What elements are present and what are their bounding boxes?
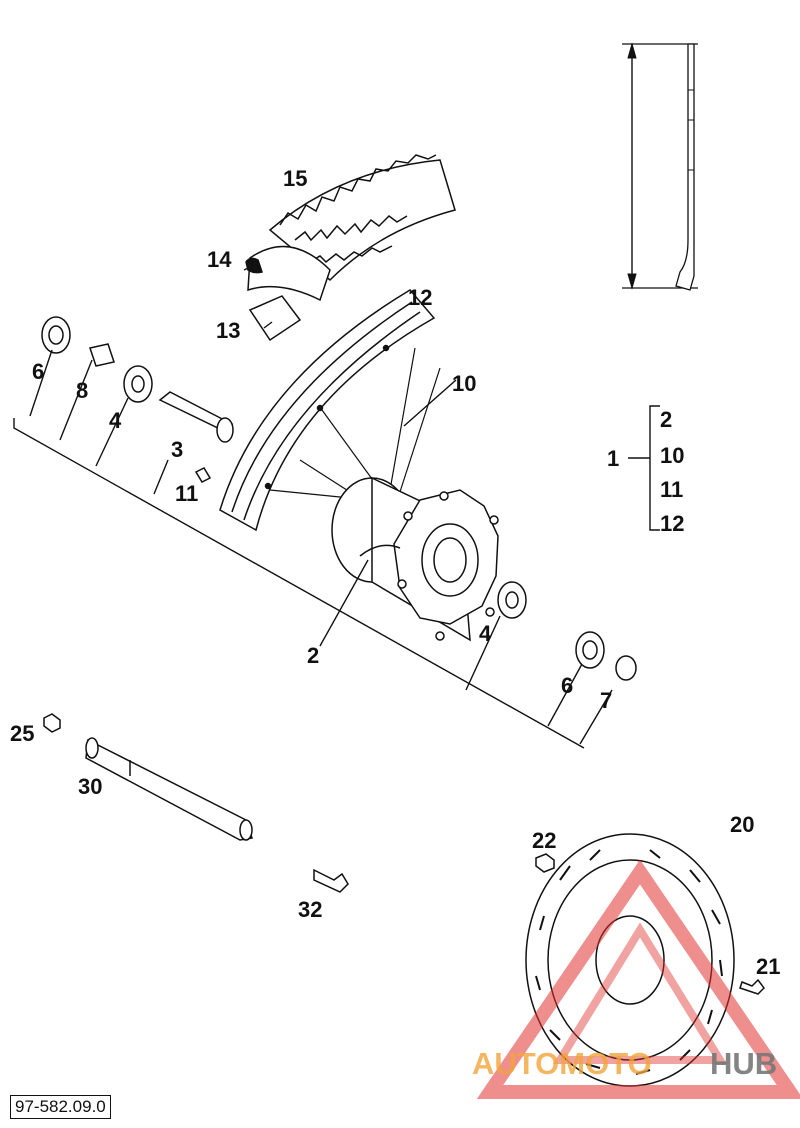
bolt-part-22: [535, 853, 555, 873]
small-parts-group: [41, 316, 637, 681]
label-4-left: 4: [109, 408, 122, 433]
rim-part: [219, 289, 436, 532]
label-4-right: 4: [479, 621, 492, 646]
label-22: 22: [532, 828, 556, 853]
label-14: 14: [207, 247, 232, 272]
label-6-left: 6: [32, 359, 44, 384]
part-labels: 15 14 13 12 10 6 8 4 3 11 2 4 6 7 1 2 10…: [10, 166, 780, 979]
leader-lines: [13, 265, 660, 749]
tube-part: [247, 245, 331, 302]
label-15: 15: [283, 166, 307, 191]
kit-item-2: 2: [660, 407, 672, 432]
kit-item-11: 11: [660, 477, 683, 502]
label-20: 20: [730, 812, 754, 837]
tyre-group: [245, 154, 456, 342]
label-25: 25: [10, 721, 34, 746]
tyre-part: [268, 159, 456, 282]
label-8: 8: [76, 378, 88, 403]
rim-band-part: [248, 295, 302, 342]
axle-group: [43, 713, 349, 893]
rim-group: [219, 289, 441, 532]
label-21: 21: [756, 954, 780, 979]
label-12: 12: [408, 285, 432, 310]
label-1: 1: [607, 446, 619, 471]
watermark-text-2: HUB: [710, 1046, 777, 1081]
axle-part: [85, 738, 253, 841]
bolt-part-21: [739, 978, 765, 995]
spacer-part-right: [615, 655, 637, 681]
spoke-part: [675, 43, 695, 291]
label-32: 32: [298, 897, 322, 922]
watermark-triangle: [476, 859, 800, 1099]
spacer-part-left: [89, 343, 115, 367]
label-7: 7: [600, 688, 612, 713]
kit-item-10: 10: [660, 443, 684, 468]
watermark-text-1: AUTOMOTO: [472, 1046, 652, 1081]
label-10: 10: [452, 371, 476, 396]
label-13: 13: [216, 318, 240, 343]
nipple-part-left: [194, 467, 212, 483]
brake-disc-group: [525, 833, 765, 1087]
label-3: 3: [171, 437, 183, 462]
bolt-part-32: [313, 868, 349, 893]
kit-item-12: 12: [660, 511, 684, 536]
hub-group: [331, 476, 499, 642]
label-2: 2: [307, 643, 319, 668]
label-6-right: 6: [561, 673, 573, 698]
main-reference-line: [13, 418, 585, 749]
nut-part-25: [43, 713, 61, 733]
watermark-logo: AUTOMOTO HUB: [472, 859, 800, 1099]
spoke-dimension-group: [622, 42, 698, 291]
document-reference: 97-582.09.0: [10, 1095, 111, 1119]
label-30: 30: [78, 774, 102, 799]
label-11: 11: [175, 481, 198, 506]
